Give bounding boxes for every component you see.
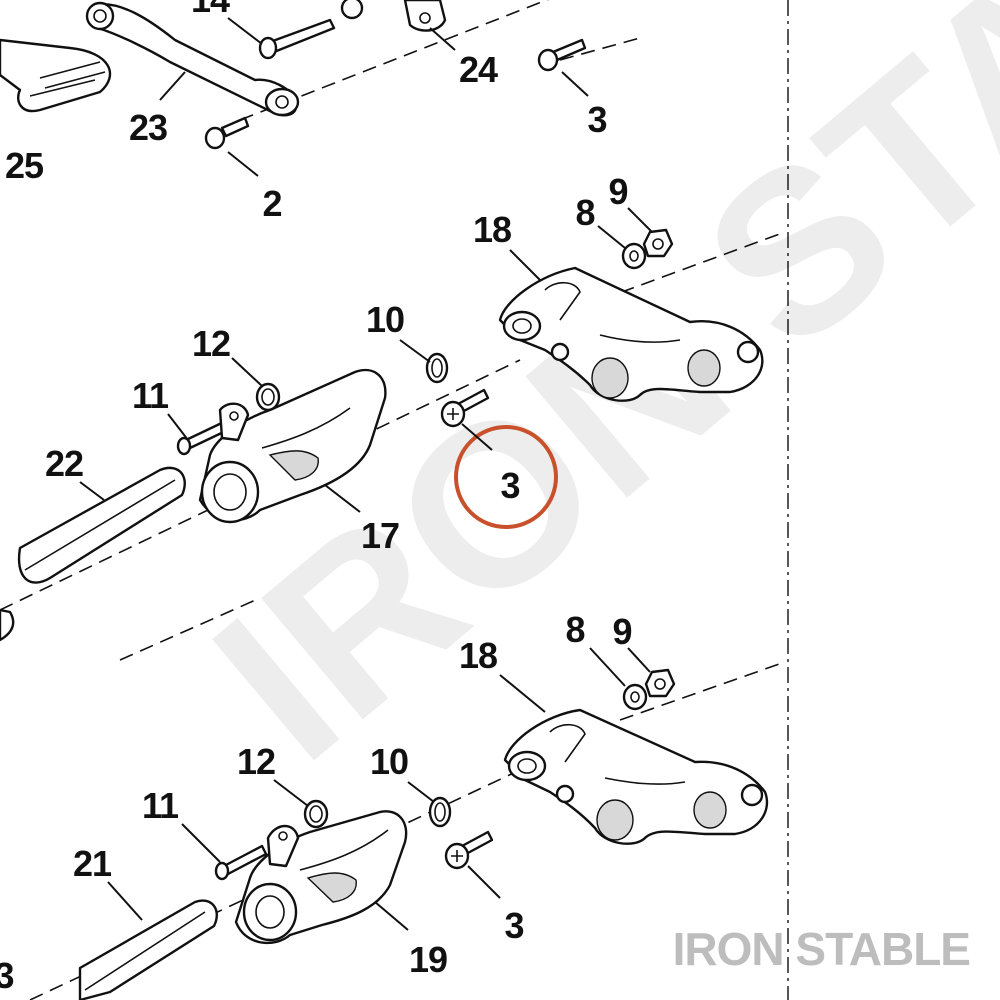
callout-3-top: 3: [587, 99, 606, 140]
callout-labels: 14 24 3 23 25 2 18 8 9 10 12 11 22 3 17 …: [0, 0, 633, 996]
callout-3-lower: 3: [504, 905, 523, 946]
callout-19: 19: [409, 939, 447, 980]
callout-9-lower: 9: [612, 611, 631, 652]
pin-part-11-lower: [214, 844, 268, 881]
shifter-lever-part-23: [85, 1, 300, 117]
footpeg-part-17: [198, 369, 387, 524]
washer-part-8-upper: [621, 242, 647, 270]
callout-3-edge: 3: [0, 955, 14, 996]
screw-part-3-top: [537, 38, 587, 72]
leader-lines: [79, 17, 653, 931]
callout-23: 23: [129, 107, 167, 148]
callout-10-upper: 10: [366, 299, 404, 340]
callout-12-upper: 12: [192, 323, 230, 364]
bracket-part-18-upper: [498, 266, 764, 402]
callout-8-lower: 8: [565, 609, 584, 650]
screw-part-3-highlighted: [440, 388, 490, 428]
pad-part-21: [78, 899, 218, 1000]
highlight-circle: [454, 425, 558, 529]
callout-3-highlighted: 3: [500, 465, 519, 506]
callout-9-upper: 9: [608, 171, 627, 212]
callout-24: 24: [459, 49, 498, 90]
partial-part-left-edge: [0, 608, 15, 642]
callout-2: 2: [262, 183, 281, 224]
screw-part-2: [204, 116, 250, 150]
callout-12-lower: 12: [237, 741, 275, 782]
footpeg-part-19: [234, 810, 408, 945]
bracket-part-18-lower: [503, 708, 769, 845]
nut-part-9-lower: [644, 668, 676, 698]
callout-22: 22: [45, 443, 83, 484]
callout-11-upper: 11: [132, 375, 169, 416]
pad-part-22: [17, 466, 186, 584]
ring-part-12-upper: [255, 382, 281, 412]
washer-part-8-lower: [622, 683, 648, 711]
screw-part-3-lower: [444, 830, 494, 870]
bolt-part-14: [258, 0, 364, 60]
ring-part-12-lower: [303, 799, 329, 829]
callout-18-upper: 18: [473, 209, 511, 250]
shift-pedal-part-25: [0, 38, 112, 113]
callout-25: 25: [5, 145, 44, 186]
washer-part-10-upper: [425, 352, 449, 384]
callout-8-upper: 8: [575, 192, 594, 233]
callout-11-lower: 11: [142, 785, 179, 826]
brand-logo-text: IRON STABLE: [672, 923, 971, 975]
washer-part-10-lower: [428, 796, 452, 828]
callout-17: 17: [361, 515, 399, 556]
callout-18-lower: 18: [459, 635, 497, 676]
nut-part-9-upper: [642, 228, 674, 258]
callout-14: 14: [191, 0, 230, 20]
linkage-part-24: [403, 0, 447, 32]
callout-10-lower: 10: [370, 741, 408, 782]
callout-21: 21: [73, 843, 112, 884]
